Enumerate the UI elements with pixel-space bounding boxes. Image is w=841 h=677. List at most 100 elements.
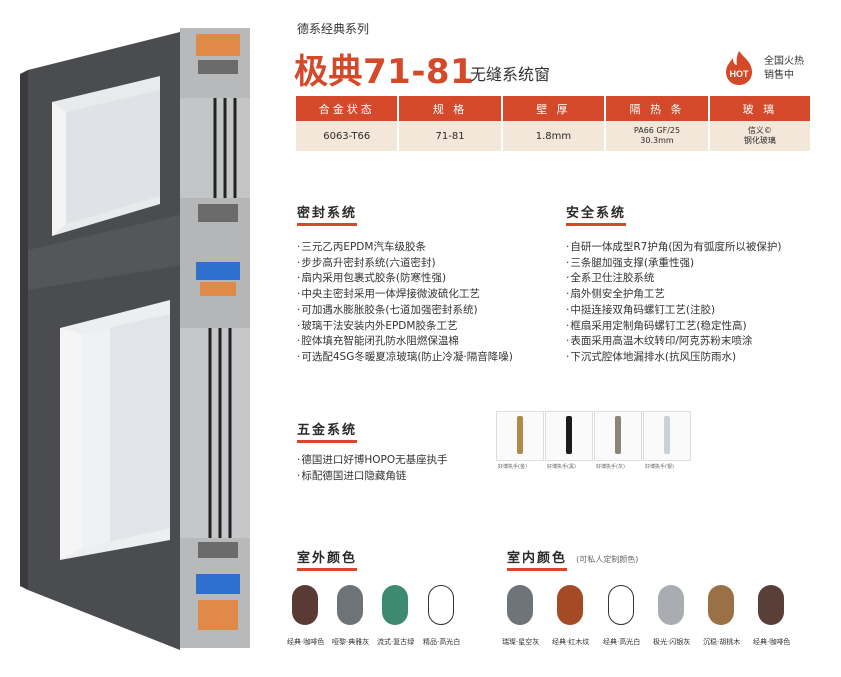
hot-badge-text: HOT: [730, 69, 750, 79]
safety-title: 安全系统: [566, 202, 627, 226]
hot-flame-icon: HOT: [722, 50, 756, 86]
swatch-label: 经典·红木纹: [552, 638, 590, 646]
spec-value-alloy: 6063-T66: [296, 121, 400, 151]
handle-image-black: [545, 411, 593, 461]
safety-list: 自研一体成型R7护角(因为有弧度所以被保护) 三条腿加强支撑(承重性强) 全系卫…: [566, 240, 782, 366]
handle-bar: [615, 416, 621, 454]
swatch-label: 极光·闪银灰: [653, 638, 691, 646]
swatch-label: 精品·高光白: [423, 638, 461, 646]
safety-section: 安全系统 自研一体成型R7护角(因为有弧度所以被保护) 三条腿加强支撑(承重性强…: [566, 202, 782, 366]
hardware-list: 德国进口好博HOPO无基座执手 标配德国进口隐藏角链: [297, 453, 447, 484]
sealing-section: 密封系统 三元乙丙EPDM汽车级胶条 步步高升密封系统(六道密封) 扇内采用包裹…: [297, 202, 513, 366]
spec-header-thermal: 隔 热 条: [605, 96, 710, 121]
insulation-foam-middle: [198, 204, 238, 222]
series-label: 德系经典系列: [297, 22, 370, 36]
swatch-label: 经典·咖啡色: [287, 638, 325, 646]
list-item: 扇外侧安全护角工艺: [566, 287, 782, 303]
hardware-title: 五金系统: [297, 419, 358, 443]
swatch-label: 流式·复古绿: [377, 638, 415, 646]
hardware-section: 五金系统 德国进口好博HOPO无基座执手 标配德国进口隐藏角链: [297, 419, 448, 484]
indoor-colors-note: (可私人定制颜色): [576, 555, 639, 564]
list-item: 中挺连接双角码螺钉工艺(注胶): [566, 303, 782, 319]
list-item: 下沉式腔体地漏排水(抗风压防雨水): [566, 350, 782, 366]
spec-value-thermal-l1: PA66 GF/25: [633, 126, 681, 135]
outdoor-colors-section: 室外颜色: [297, 547, 358, 571]
frame-edge: [20, 70, 28, 590]
window-profile-illustration: [20, 28, 250, 650]
list-item: 中央主密封采用一体焊接微波硫化工艺: [297, 287, 513, 303]
list-item: 三元乙丙EPDM汽车级胶条: [297, 240, 513, 256]
lower-sash-inner: [60, 328, 82, 560]
handle-image-silver: [643, 411, 691, 461]
upper-sash-inner: [52, 102, 66, 236]
handle-bar: [517, 416, 523, 454]
swatch-label: 沉稳·胡桃木: [703, 638, 741, 646]
spec-value-thickness: 1.8mm: [501, 121, 607, 151]
swatch-label: 瑞璨·星空灰: [502, 638, 540, 646]
outdoor-colors-title: 室外颜色: [297, 547, 358, 571]
insulation-foam-top: [198, 60, 238, 74]
spec-value-glass-l2: 钢化玻璃: [743, 136, 776, 145]
spec-value-thermal-l2: 30.3mm: [640, 136, 674, 145]
handle-caption: 好博执手(黑): [547, 464, 576, 470]
upper-glass-pane: [66, 90, 160, 224]
swatch-starry-grey: [507, 585, 533, 625]
list-item: 德国进口好博HOPO无基座执手: [297, 453, 447, 469]
thermal-strip-middle: [200, 282, 236, 296]
list-item: 全系卫仕注胶系统: [566, 271, 782, 287]
swatch-walnut: [708, 585, 734, 625]
handle-bar: [664, 416, 670, 454]
swatch-label: 经典·咖啡色: [753, 638, 791, 646]
swatch-elegant-grey: [337, 585, 363, 625]
list-item: 腔体填充智能闭孔防水阻燃保温棉: [297, 334, 513, 350]
hot-sales-text: 全国火热 销售中: [764, 55, 804, 83]
list-item: 可加遇水膨胀胶条(七道加强密封系统): [297, 303, 513, 319]
swatch-flash-silver: [658, 585, 684, 625]
spec-header-row: 合金状态 规 格 壁 厚 隔 热 条 玻 璃: [296, 96, 810, 121]
list-item: 步步高升密封系统(六道密封): [297, 256, 513, 272]
hot-line-1: 全国火热: [764, 56, 804, 67]
list-item: 玻璃干法安装内外EPDM胶条工艺: [297, 319, 513, 335]
list-item: 自研一体成型R7护角(因为有弧度所以被保护): [566, 240, 781, 256]
handle-caption: 好博执手(银): [645, 464, 674, 470]
spec-value-thermal: PA66 GF/25 30.3mm: [605, 121, 710, 151]
product-title: 极典71-81: [294, 52, 475, 92]
swatch-retro-green: [382, 585, 408, 625]
insulation-foam-bottom: [198, 542, 238, 558]
sealing-list: 三元乙丙EPDM汽车级胶条 步步高升密封系统(六道密封) 扇内采用包裹式胶条(防…: [297, 240, 513, 366]
product-subtitle: 无缝系统窗: [470, 65, 551, 84]
spec-header-alloy: 合金状态: [296, 96, 400, 121]
profile-section-lower: [180, 328, 250, 538]
spec-value-size: 71-81: [398, 121, 503, 151]
seal-blue-bottom: [196, 574, 240, 594]
list-item: 扇内采用包裹式胶条(防寒性强): [297, 271, 513, 287]
spec-value-row: 6063-T66 71-81 1.8mm PA66 GF/25 30.3mm 信…: [296, 121, 810, 151]
list-item: 三条腿加强支撑(承重性强): [566, 256, 782, 272]
handle-caption: 好博执手(灰): [596, 464, 625, 470]
handle-bar: [566, 416, 572, 454]
swatch-label: 经典·高光白: [603, 638, 641, 646]
swatch-coffee-indoor: [758, 585, 784, 625]
list-item: 框扇采用定制角码螺钉工艺(稳定性高): [566, 319, 782, 335]
spec-header-glass: 玻 璃: [708, 96, 810, 121]
hot-line-2: 销售中: [764, 70, 794, 81]
handle-image-gold: [496, 411, 544, 461]
indoor-colors-title: 室内颜色: [507, 547, 568, 571]
spec-header-size: 规 格: [398, 96, 503, 121]
swatch-gloss-white: [428, 585, 454, 625]
spec-header-thickness: 壁 厚: [501, 96, 607, 121]
spec-value-glass-l1: 信义©: [747, 126, 772, 135]
sealing-title: 密封系统: [297, 202, 358, 226]
spec-table: 合金状态 规 格 壁 厚 隔 热 条 玻 璃 6063-T66 71-81 1.…: [296, 96, 810, 151]
list-item: 表面采用高温木纹转印/阿克苏粉末喷涂: [566, 334, 782, 350]
swatch-coffee: [292, 585, 318, 625]
handle-image-grey: [594, 411, 642, 461]
seal-blue-middle: [196, 262, 240, 280]
lower-sash-frame: [82, 328, 110, 548]
handle-caption: 好博执手(金): [498, 464, 527, 470]
swatch-gloss-white-indoor: [608, 585, 634, 625]
swatch-label: 哑黎·典雅灰: [332, 638, 370, 646]
swatch-redwood: [557, 585, 583, 625]
list-item: 可选配4SG冬暖夏凉玻璃(防止冷凝·隔音降噪): [297, 350, 513, 366]
transom: [28, 210, 200, 290]
